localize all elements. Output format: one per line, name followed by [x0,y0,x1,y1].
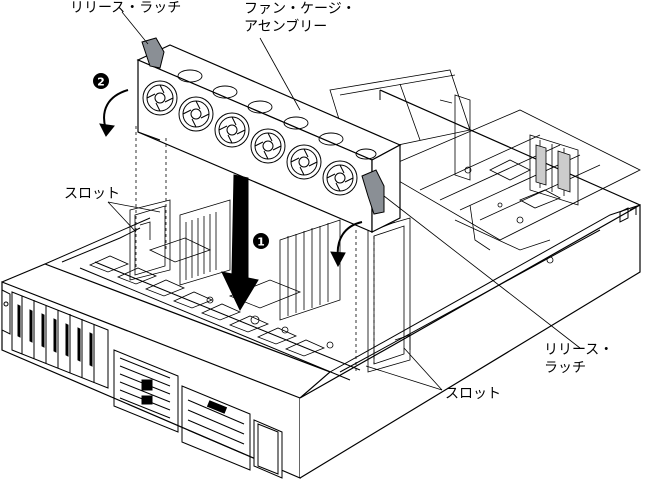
step-2-number: 2 [97,76,105,89]
interior-components [88,69,641,373]
fan-cage-label-line2: アセンブリー [244,19,328,35]
release-latch-right [361,169,385,215]
step-marker-2: 2 [93,73,109,89]
release-latch-label-right-line1: リリース・ [544,342,614,358]
slot-label-left: スロット [64,186,120,202]
front-vents [113,349,251,471]
insert-arrow [221,174,259,312]
step-1-number: 1 [257,236,265,249]
fan-cage-label-line1: ファン・ケージ・ [244,1,356,17]
fan-cage-assembly [136,44,402,233]
step-marker-1: 1 [253,233,269,249]
rotate-arrow-left [99,89,129,137]
leader-lines [107,11,581,391]
release-latch-left [141,37,165,69]
fan-modules [142,80,358,196]
drive-bays [1,289,109,389]
slot-label-bottom: スロット [445,386,501,402]
rotate-arrow-right [330,221,363,268]
release-latch-label-right-line2: ラッチ [544,360,586,376]
release-latch-label-top: リリース・ラッチ [70,0,182,16]
alignment-lines [135,126,375,372]
